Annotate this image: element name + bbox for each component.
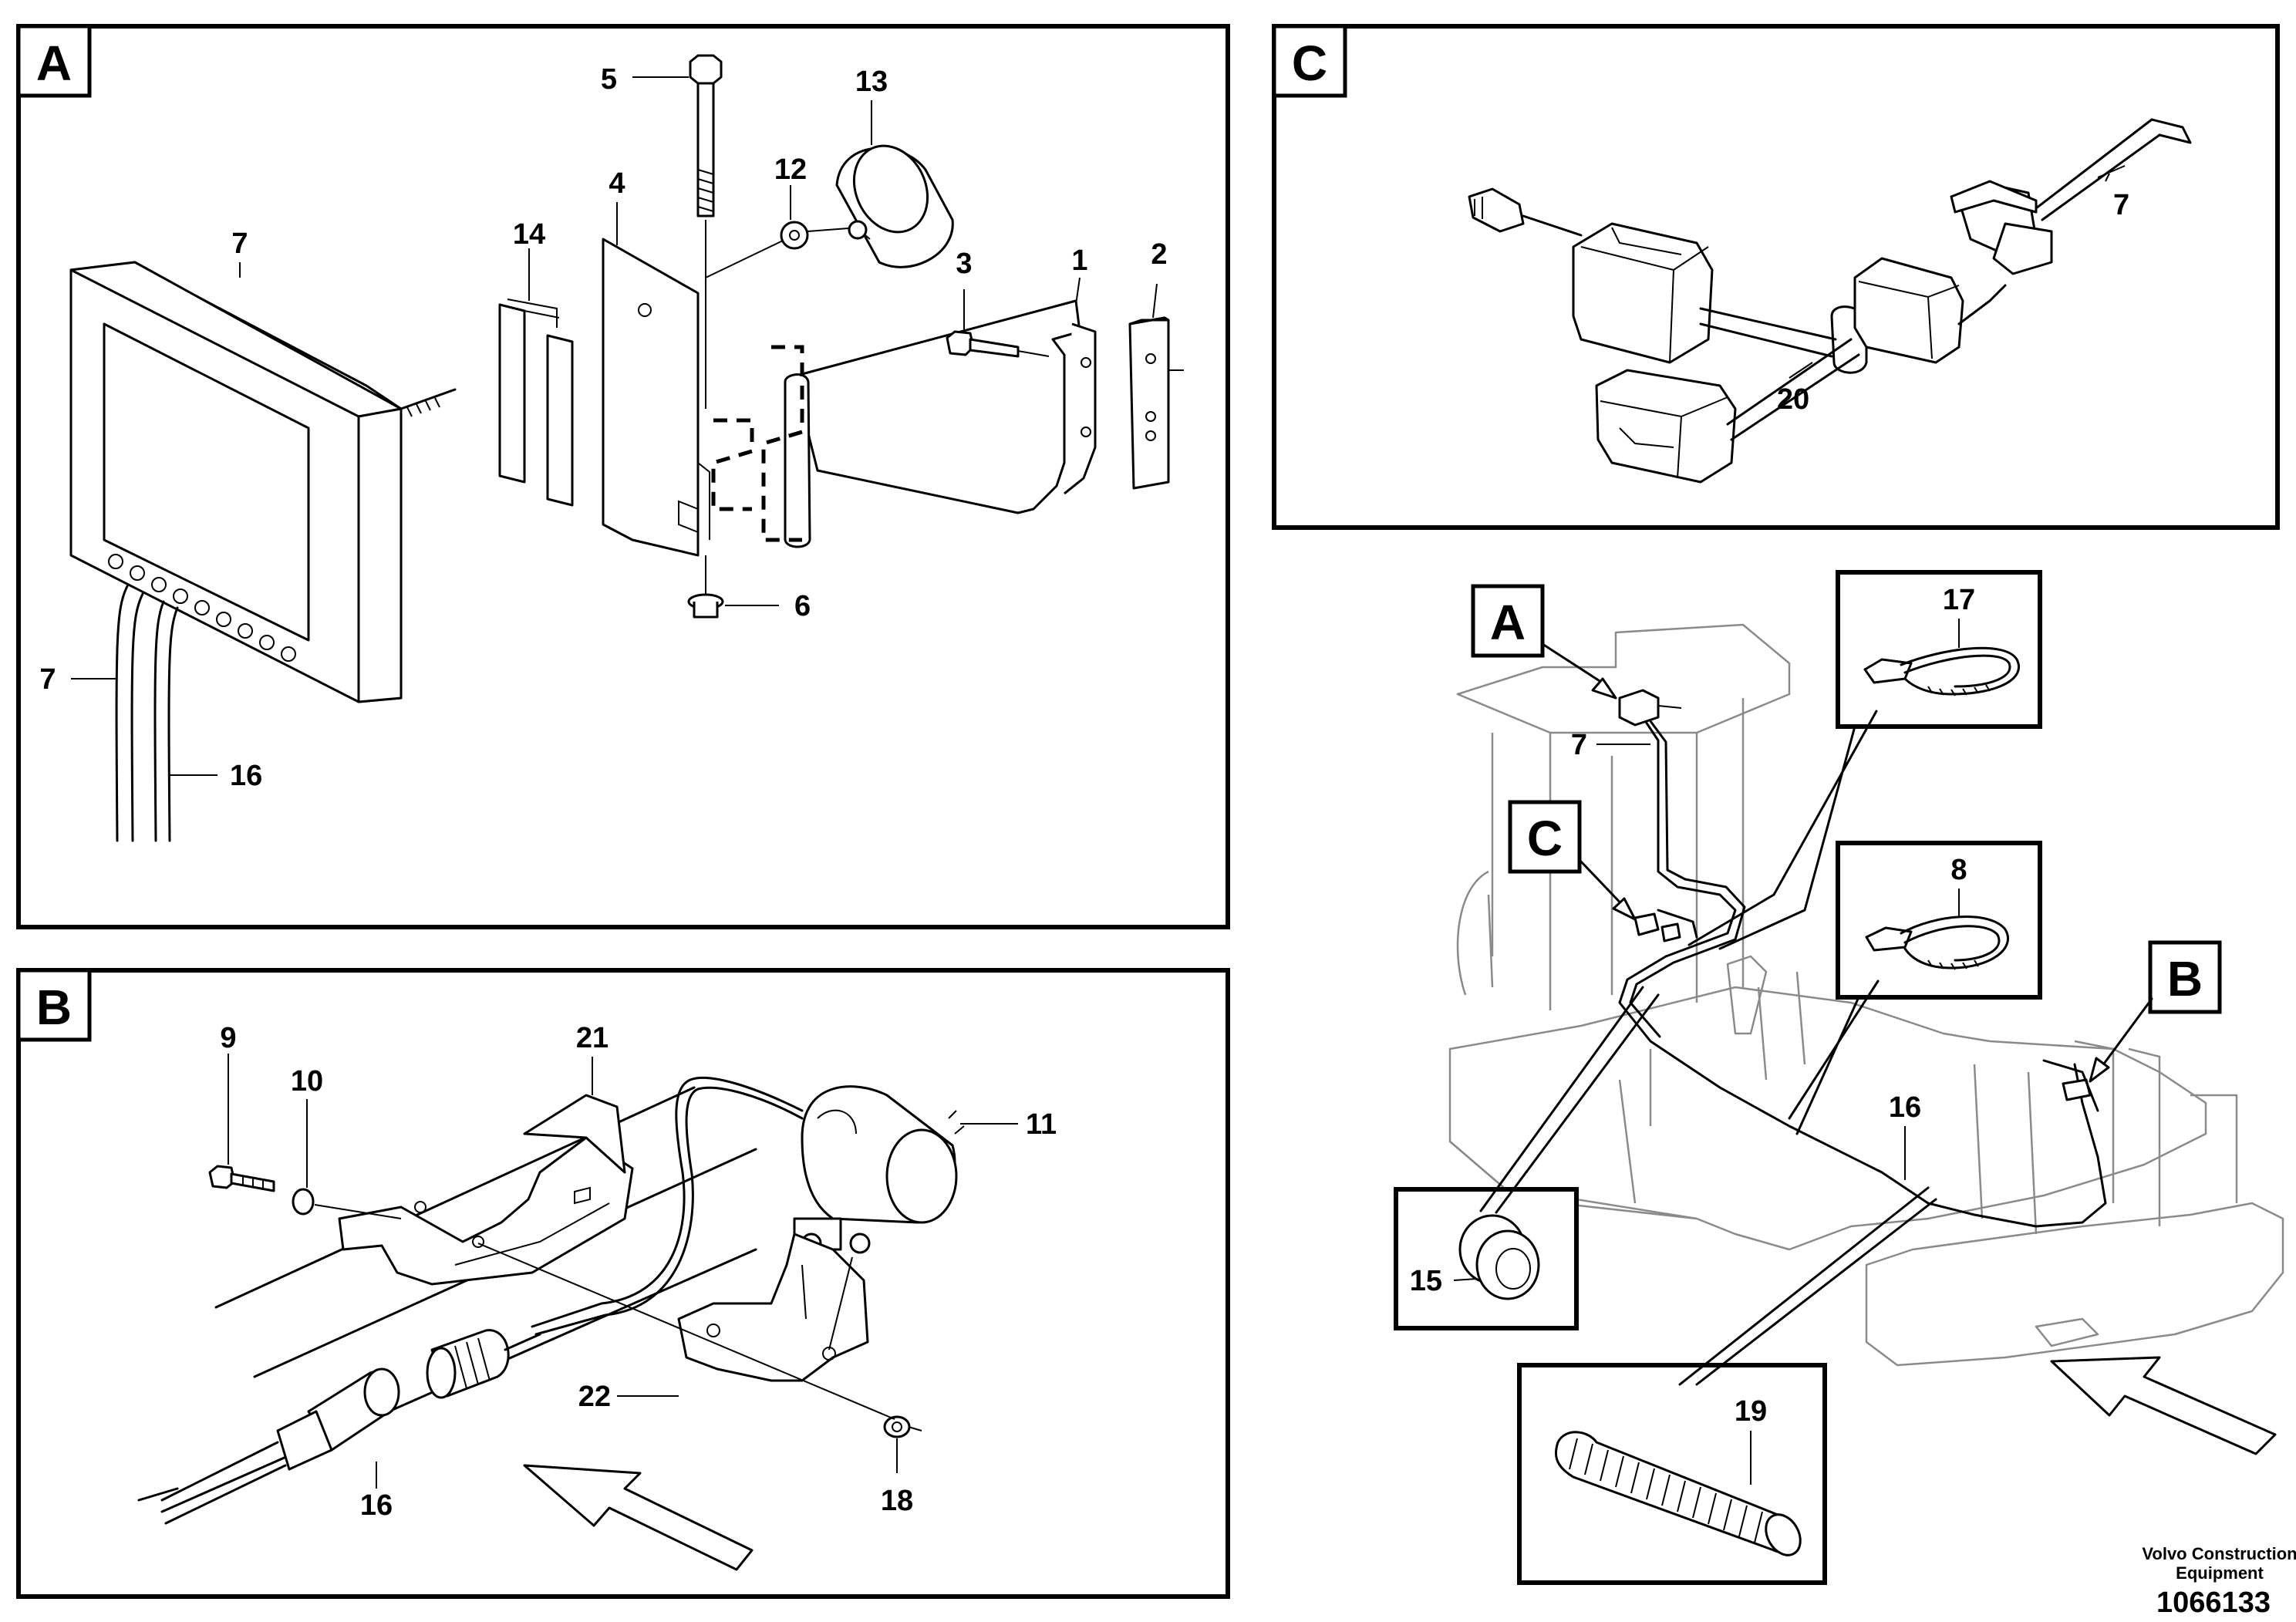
machine-overview: A C B 17 8 [1394, 570, 2284, 1585]
rubber-cap [835, 144, 954, 268]
cable-tie-long [1863, 646, 2020, 696]
small-plug [1468, 187, 1583, 237]
bolt-9 [208, 1165, 275, 1192]
cable-connector-male [426, 1329, 541, 1399]
flange-nut [687, 555, 724, 619]
footer: Volvo Construction Equipment 1066133 [2142, 1544, 2296, 1619]
nut-18 [883, 1415, 922, 1438]
callout-a-7-top: 7 [231, 228, 248, 260]
overview-view-arrow [2050, 1356, 2277, 1455]
callout-a-1: 1 [1071, 244, 1087, 277]
callout-a-13: 13 [855, 66, 888, 98]
callout-c-20: 20 [1777, 383, 1809, 416]
overview-tag-c-box [1508, 800, 1582, 874]
callout-a-5: 5 [601, 63, 617, 96]
panel-a-tag: A [36, 35, 72, 91]
corrugated-tube [1555, 1431, 1802, 1556]
light-bracket [677, 1233, 869, 1382]
washer [780, 221, 809, 250]
monitor-buttons [108, 554, 296, 662]
flange-bolt [946, 330, 1050, 358]
washer-10 [292, 1188, 315, 1216]
panel-c-tag: C [1292, 35, 1327, 91]
callout-overview-16: 16 [1889, 1091, 1921, 1124]
connector-middle [1853, 257, 1964, 364]
panel-b: B [16, 968, 1230, 1599]
callout-a-4: 4 [609, 167, 625, 200]
callout-b-21: 21 [576, 1022, 609, 1054]
overview-tag-a-box [1471, 584, 1545, 658]
overview-tag-b: B [2167, 951, 2203, 1007]
document-number: 1066133 [2156, 1587, 2271, 1619]
publisher-name-line2: Equipment [2176, 1563, 2264, 1583]
overview-tag-a: A [1490, 595, 1526, 650]
callout-a-3: 3 [956, 248, 972, 280]
callout-b-18: 18 [881, 1485, 913, 1517]
callout-b-22: 22 [578, 1381, 611, 1413]
panel-a-tag-box [16, 24, 92, 98]
cable-connector-female [160, 1367, 400, 1525]
harness-connector-b [2062, 1078, 2092, 1101]
callout-overview-15: 15 [1410, 1265, 1442, 1297]
bracket-plate [602, 238, 710, 557]
connector-lower-left [1595, 369, 1737, 484]
bracket-21 [338, 1094, 634, 1286]
bolt-long [689, 54, 723, 409]
panel-a: A [16, 24, 1230, 929]
publisher-name: Volvo Construction [2142, 1544, 2296, 1563]
grommet [1458, 1214, 1540, 1300]
callout-overview-8: 8 [1950, 854, 1967, 886]
callout-a-14: 14 [513, 218, 545, 251]
harness-connector-a [1618, 689, 1682, 727]
panel-c-tag-box [1272, 24, 1347, 98]
connector-right [1950, 118, 2192, 275]
callout-overview-19: 19 [1735, 1395, 1767, 1428]
callout-a-16: 16 [230, 760, 262, 792]
overview-tag-c: C [1527, 811, 1563, 866]
monitor-cables [115, 585, 179, 842]
callout-a-6: 6 [794, 590, 811, 622]
callout-a-2: 2 [1151, 238, 1167, 271]
spacer-plates [498, 298, 574, 507]
callout-b-11: 11 [1026, 1108, 1057, 1141]
callout-a-7-cable: 7 [39, 663, 56, 696]
callout-b-10: 10 [291, 1065, 323, 1098]
cable-tie-short [1865, 916, 2009, 970]
panel-b-tag-box [16, 968, 92, 1042]
callout-c-7: 7 [2113, 189, 2129, 221]
callout-b-9: 9 [220, 1022, 236, 1054]
connector-upper-left [1572, 222, 1714, 364]
harness-connector-c [1633, 912, 1681, 943]
callout-a-12: 12 [774, 153, 807, 186]
callout-overview-7: 7 [1571, 729, 1587, 761]
monitor-display [69, 261, 457, 703]
callout-b-16: 16 [360, 1489, 393, 1522]
clamp-block [1128, 316, 1184, 490]
panel-c: C [1272, 24, 2280, 530]
view-arrow [523, 1464, 754, 1571]
callout-overview-17: 17 [1943, 584, 1975, 616]
overview-tag-b-box [2148, 940, 2222, 1014]
inset-17-frame [1836, 570, 2042, 729]
panel-b-tag: B [36, 980, 72, 1035]
